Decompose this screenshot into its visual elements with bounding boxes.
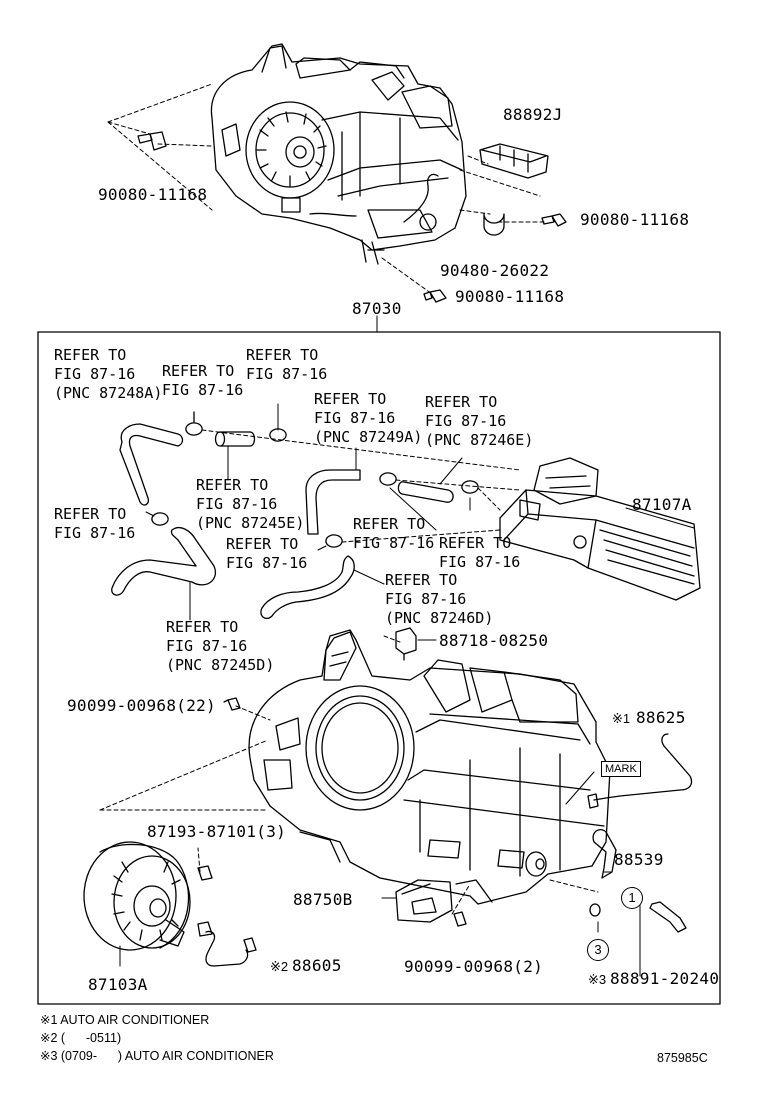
sensor-88625-head: [587, 793, 599, 809]
mark-tag: MARK: [601, 761, 641, 777]
ref-pnc-87246d: REFER TO FIG 87-16 (PNC 87246D): [385, 571, 494, 627]
note-marker-3: ※3: [588, 972, 607, 987]
ref-pnc-87245e: REFER TO FIG 87-16 (PNC 87245E): [196, 476, 305, 532]
label-screw-22: 90099-00968(22): [67, 696, 216, 715]
ref-pnc-87245d: REFER TO FIG 87-16 (PNC 87245D): [166, 618, 275, 674]
label-screw-87193: 87193-87101(3): [147, 822, 287, 841]
label-bolt-bottom: 90080-11168: [455, 287, 565, 306]
label-evaporator: 87107A: [632, 495, 692, 514]
footnote-2: ※2 ( -0511): [40, 1031, 122, 1045]
footnote-3: ※3 (0709- ) AUTO AIR CONDITIONER: [40, 1049, 274, 1063]
box-leaders: [99, 429, 599, 915]
label-bracket: 88718-08250: [439, 631, 549, 650]
note-marker-2: ※2: [270, 959, 289, 974]
label-resistor: 88750B: [293, 890, 353, 909]
label-sensor-88891: 88891-20240: [610, 969, 720, 988]
o-ring-drawing: [589, 903, 601, 917]
ref-pnc-87246e: REFER TO FIG 87-16 (PNC 87246E): [425, 393, 534, 449]
grommet-drawing: [483, 213, 505, 236]
ref-fig-87-16-a: REFER TO FIG 87-16: [162, 362, 244, 399]
label-grommet: 90480-26022: [440, 261, 550, 280]
label-bolt-left: 90080-11168: [98, 185, 208, 204]
bolt-icons-top: [137, 131, 567, 303]
ref-fig-87-16-b: REFER TO FIG 87-16: [246, 346, 328, 383]
label-hose-88539: 88539: [614, 850, 664, 869]
top-blower-unit: [210, 43, 467, 265]
ref-fig-87-16-f: REFER TO FIG 87-16: [439, 534, 521, 571]
solid-leaders: [119, 403, 695, 977]
label-sensor-88625: 88625: [636, 708, 686, 727]
label-blower-motor: 87103A: [88, 975, 148, 994]
ref-pnc-87248a: REFER TO FIG 87-16 (PNC 87248A): [54, 346, 163, 402]
label-damper: 88892J: [503, 105, 563, 124]
blower-motor-drawing: [83, 841, 257, 967]
main-housing: [248, 629, 611, 905]
hose-88539-drawing: [592, 828, 617, 879]
ref-fig-87-16-c: REFER TO FIG 87-16: [54, 505, 136, 542]
footnote-1: ※1 AUTO AIR CONDITIONER: [40, 1013, 210, 1027]
assembly-frame: [37, 331, 721, 1005]
sensor-88891-drawing: [649, 901, 687, 933]
bracket-drawing: [395, 627, 417, 661]
ref-fig-87-16-e: REFER TO FIG 87-16: [226, 535, 308, 572]
resistor-drawing: [395, 879, 453, 923]
screw-icons: [197, 697, 467, 927]
callout-1: 1: [621, 887, 643, 909]
label-assembly-number: 87030: [352, 299, 402, 318]
callout-3: 3: [587, 939, 609, 961]
ref-fig-87-16-d: REFER TO FIG 87-16: [353, 515, 435, 552]
sensor-88625-wire: [593, 733, 693, 801]
damper-drawing: [479, 143, 549, 179]
top-leaders: [107, 83, 547, 295]
label-screw-2: 90099-00968(2): [404, 957, 544, 976]
label-bolt-right: 90080-11168: [580, 210, 690, 229]
label-harness-88605: 88605: [292, 956, 342, 975]
ref-pnc-87249a: REFER TO FIG 87-16 (PNC 87249A): [314, 390, 423, 446]
note-marker-1: ※1: [612, 711, 631, 726]
figure-code: 875985C: [657, 1051, 708, 1065]
